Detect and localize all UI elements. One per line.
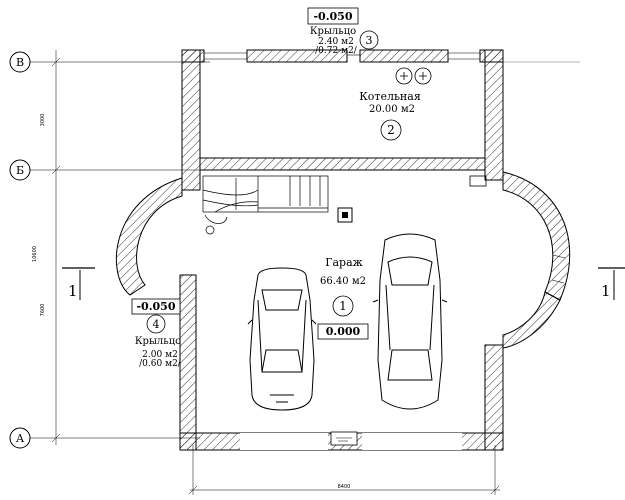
stairs bbox=[202, 175, 329, 235]
windows-top bbox=[204, 52, 480, 60]
boiler-equipment bbox=[395, 67, 432, 85]
svg-text:20.00 м2: 20.00 м2 bbox=[369, 104, 415, 115]
car-right bbox=[372, 233, 448, 410]
column bbox=[337, 207, 353, 223]
svg-text:Котельная: Котельная bbox=[359, 90, 421, 103]
dim-top: 3000 bbox=[40, 114, 46, 127]
axis-marker-b: Б bbox=[9, 159, 31, 181]
section-mark-left: 1 bbox=[62, 267, 95, 300]
gate-opening-left bbox=[240, 433, 328, 450]
axis-marker-a: А bbox=[9, 427, 31, 449]
svg-text:1: 1 bbox=[339, 299, 347, 313]
svg-text:Гараж: Гараж bbox=[325, 256, 363, 269]
svg-text:-0.050: -0.050 bbox=[136, 300, 175, 313]
right-bay-wall bbox=[502, 171, 571, 349]
vent-box bbox=[469, 175, 487, 187]
svg-text:0.000: 0.000 bbox=[326, 325, 361, 338]
svg-text:/0.72 м2/: /0.72 м2/ bbox=[315, 46, 358, 56]
drain-box bbox=[330, 431, 358, 446]
svg-text:Крыльцо: Крыльцо bbox=[310, 26, 356, 37]
svg-text:Крыльцо: Крыльцо bbox=[135, 336, 181, 347]
svg-text:А: А bbox=[16, 432, 25, 445]
svg-text:Б: Б bbox=[16, 164, 24, 177]
svg-text:В: В bbox=[16, 56, 24, 69]
svg-text:3: 3 bbox=[366, 34, 373, 47]
porch3-label: -0.050 Крыльцо 2.40 м2 /0.72 м2/ 3 bbox=[307, 7, 379, 56]
dim-bottom: 7600 bbox=[40, 304, 46, 317]
gate-opening-right bbox=[362, 433, 462, 450]
boiler-label: Котельная 20.00 м2 2 bbox=[359, 90, 421, 141]
garage-label: Гараж 66.40 м2 1 0.000 bbox=[317, 256, 369, 340]
dim-total: 10600 bbox=[32, 246, 38, 262]
porch4-label: -0.050 4 Крыльцо 2.00 м2 /0.60 м2/ bbox=[131, 298, 182, 369]
svg-text:66.40 м2: 66.40 м2 bbox=[320, 276, 366, 287]
svg-text:1: 1 bbox=[68, 282, 78, 300]
axis-marker-v: В bbox=[9, 51, 31, 73]
svg-text:-0.050: -0.050 bbox=[313, 10, 352, 23]
svg-text:4: 4 bbox=[153, 318, 160, 331]
car-left bbox=[247, 267, 317, 411]
dim-width: 8400 bbox=[338, 484, 351, 490]
axis-lines bbox=[30, 50, 580, 495]
svg-text:2.40 м2: 2.40 м2 bbox=[318, 37, 354, 47]
section-mark-right: 1 bbox=[598, 267, 625, 300]
svg-text:2: 2 bbox=[387, 123, 395, 137]
svg-text:1: 1 bbox=[601, 282, 611, 300]
walls bbox=[179, 49, 504, 451]
svg-text:2.00 м2: 2.00 м2 bbox=[142, 350, 178, 360]
left-bay-wall bbox=[115, 177, 183, 296]
svg-text:/0.60 м2/: /0.60 м2/ bbox=[139, 359, 182, 369]
